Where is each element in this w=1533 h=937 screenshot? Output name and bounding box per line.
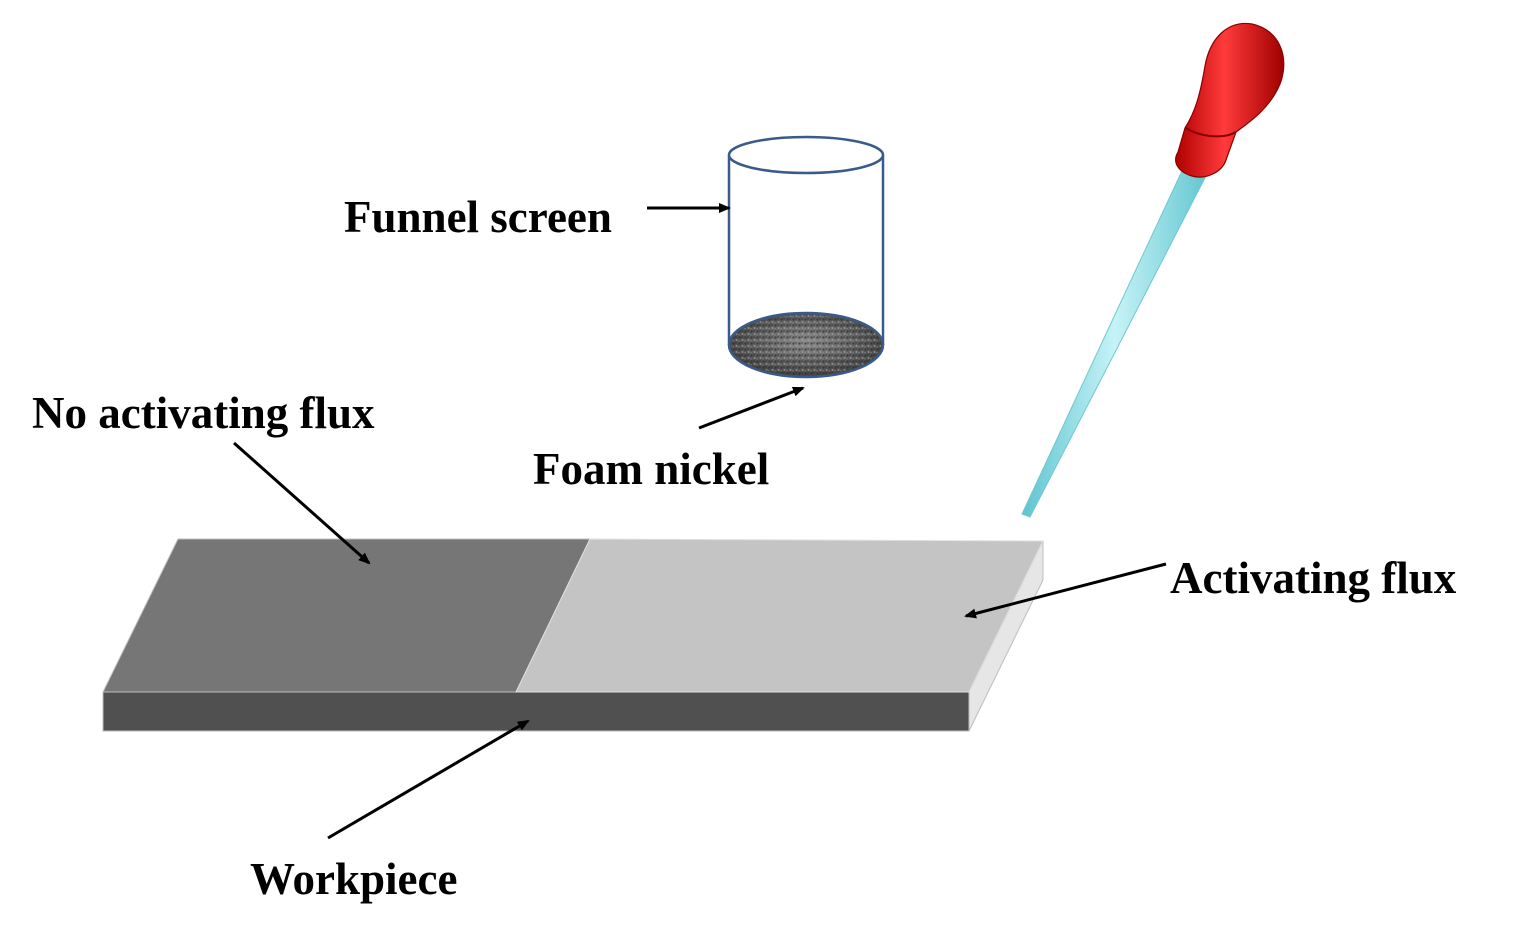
no-flux-surface	[102, 538, 591, 693]
workpiece-plate	[102, 538, 1044, 732]
flux-surface	[515, 538, 1044, 693]
dropper-tube	[1021, 157, 1209, 518]
pointer-arrows	[233, 203, 1167, 840]
funnel-screen	[727, 135, 885, 379]
foam-nickel-label: Foam nickel	[533, 444, 770, 494]
funnel-screen-label: Funnel screen	[344, 192, 612, 242]
funnel-top-rim	[727, 135, 885, 175]
plate-front-face	[102, 691, 970, 732]
arrow-activating-flux	[964, 562, 1167, 619]
arrow-workpiece	[327, 719, 530, 840]
no-activating-flux-label: No activating flux	[32, 388, 375, 438]
dropper-bulb-ring	[1185, 127, 1237, 138]
dropper-bulb	[1175, 22, 1285, 178]
foam-nickel-texture	[731, 315, 881, 375]
dropper-icon	[1021, 22, 1285, 518]
workpiece-label: Workpiece	[250, 854, 458, 904]
funnel-body	[727, 155, 885, 345]
arrow-foam-nickel	[698, 386, 805, 430]
arrow-no-activating-flux	[233, 441, 371, 565]
activating-flux-label: Activating flux	[1170, 553, 1457, 603]
